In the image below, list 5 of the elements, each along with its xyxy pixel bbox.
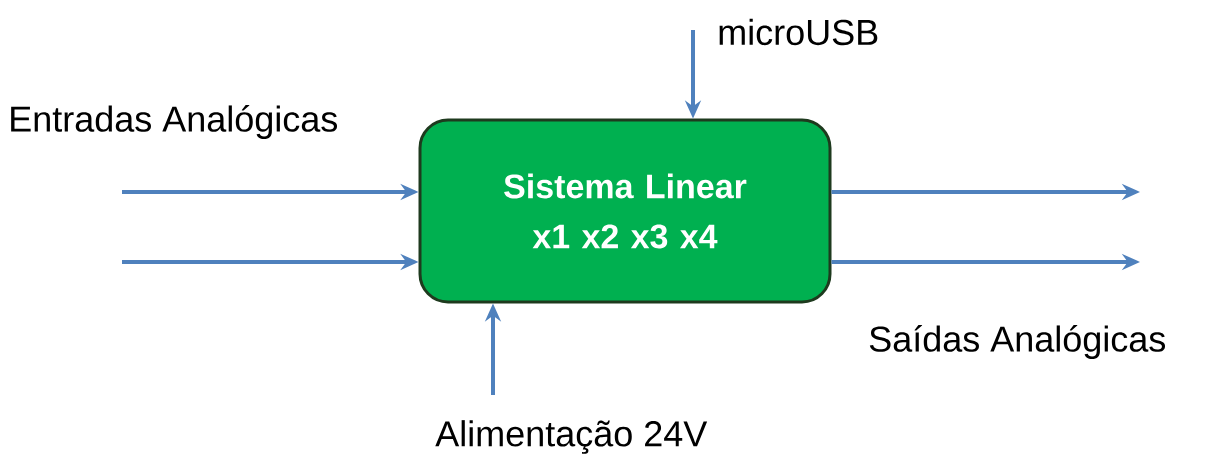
process-box: Sistema Linear x1 x2 x3 x4 — [418, 118, 832, 304]
label-text: microUSB — [719, 18, 878, 46]
label-text: Entradas Analógicas — [11, 105, 337, 139]
label-text: Alimentação 24V — [435, 420, 708, 454]
label-text: Saídas Analógicas — [869, 325, 1165, 359]
